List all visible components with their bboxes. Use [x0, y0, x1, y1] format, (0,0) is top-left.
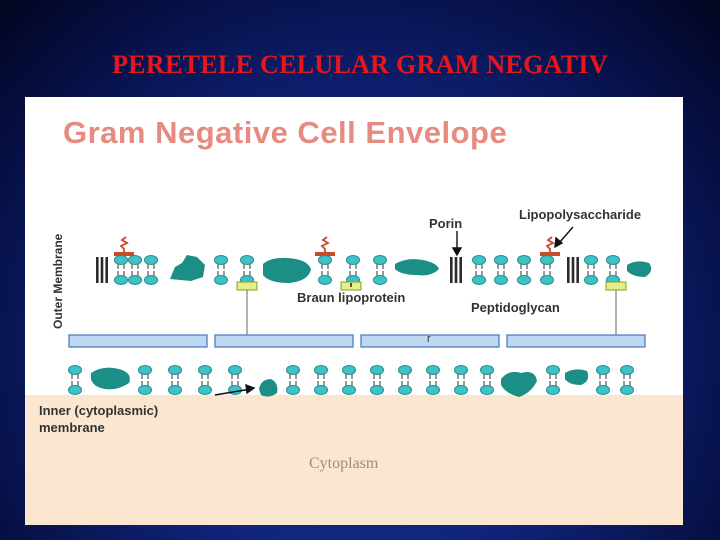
lipid-bilayer-unit: [127, 254, 143, 286]
membrane-protein: [91, 367, 130, 390]
lipid-bilayer-unit: [345, 254, 361, 286]
inner-membrane-label-line1: Inner (cytoplasmic): [39, 403, 159, 418]
lipid-bilayer-unit: [583, 254, 599, 286]
membrane-protein: [627, 261, 652, 277]
lipid-bilayer-unit: [113, 254, 129, 286]
peptidoglycan-layer: [68, 334, 646, 348]
lipid-bilayer-unit: [595, 364, 611, 396]
cell-envelope-figure: Gram Negative Cell Envelope: [25, 97, 683, 525]
lipopolysaccharide-label: Lipopolysaccharide: [519, 207, 642, 222]
lipid-bilayer-unit: [313, 364, 329, 396]
membrane-protein: [259, 379, 278, 397]
label-arrows: [214, 226, 574, 396]
porin-protein: [96, 257, 108, 283]
lipid-bilayer-unit: [341, 364, 357, 396]
braun-lipoprotein: [236, 281, 258, 291]
membrane-protein: [395, 259, 439, 276]
slide-title: PERETELE CELULAR GRAM NEGATIV: [112, 50, 608, 79]
lipid-bilayer-unit: [479, 364, 495, 396]
peptidoglycan-mark: r: [427, 333, 431, 345]
lipid-bilayer-unit: [67, 364, 83, 396]
envelope-diagram: [67, 226, 652, 397]
inner-membrane: [67, 364, 635, 397]
lipid-bilayer-unit: [372, 254, 388, 286]
lipid-bilayer-unit: [397, 364, 413, 396]
inner-membrane-label-line2: membrane: [39, 420, 105, 435]
lipid-bilayer-unit: [167, 364, 183, 396]
porin-protein: [450, 257, 462, 283]
cytoplasm-region: [25, 395, 683, 525]
lipid-bilayer-unit: [516, 254, 532, 286]
braun-lipoprotein-label: Braun lipoprotein: [297, 290, 406, 305]
lipopolysaccharide-molecule: [314, 236, 336, 257]
membrane-protein: [501, 371, 537, 397]
porin-label: Porin: [429, 216, 463, 231]
porin-protein: [567, 257, 579, 283]
lipid-bilayer-unit: [605, 254, 621, 286]
lipoprotein-tethers: [246, 290, 617, 335]
lipid-bilayer-unit: [143, 254, 159, 286]
lipid-bilayer-unit: [285, 364, 301, 396]
membrane-protein: [170, 255, 205, 281]
lipid-bilayer-unit: [317, 254, 333, 286]
outer-membrane: [96, 236, 652, 291]
lipid-bilayer-unit: [369, 364, 385, 396]
membrane-protein: [263, 257, 311, 283]
outer-membrane-label: Outer Membrane: [51, 233, 65, 329]
lipid-bilayer-unit: [471, 254, 487, 286]
figure-title: Gram Negative Cell Envelope: [63, 115, 508, 150]
lipid-bilayer-unit: [619, 364, 635, 396]
lipid-bilayer-unit: [239, 254, 255, 286]
membrane-protein: [565, 369, 589, 385]
braun-lipoprotein: [605, 281, 627, 291]
lipid-bilayer-unit: [227, 364, 243, 396]
lipopolysaccharide-molecule: [113, 236, 135, 257]
lipid-bilayer-unit: [493, 254, 509, 286]
lipid-bilayer-unit: [137, 364, 153, 396]
cytoplasm-label: Cytoplasm: [309, 455, 379, 472]
lipid-bilayer-unit: [539, 254, 555, 286]
lipid-bilayer-unit: [213, 254, 229, 286]
peptidoglycan-label: Peptidoglycan: [471, 300, 560, 315]
lipid-bilayer-unit: [197, 364, 213, 396]
lipid-bilayer-unit: [545, 364, 561, 396]
lipid-bilayer-unit: [425, 364, 441, 396]
lipid-bilayer-unit: [453, 364, 469, 396]
